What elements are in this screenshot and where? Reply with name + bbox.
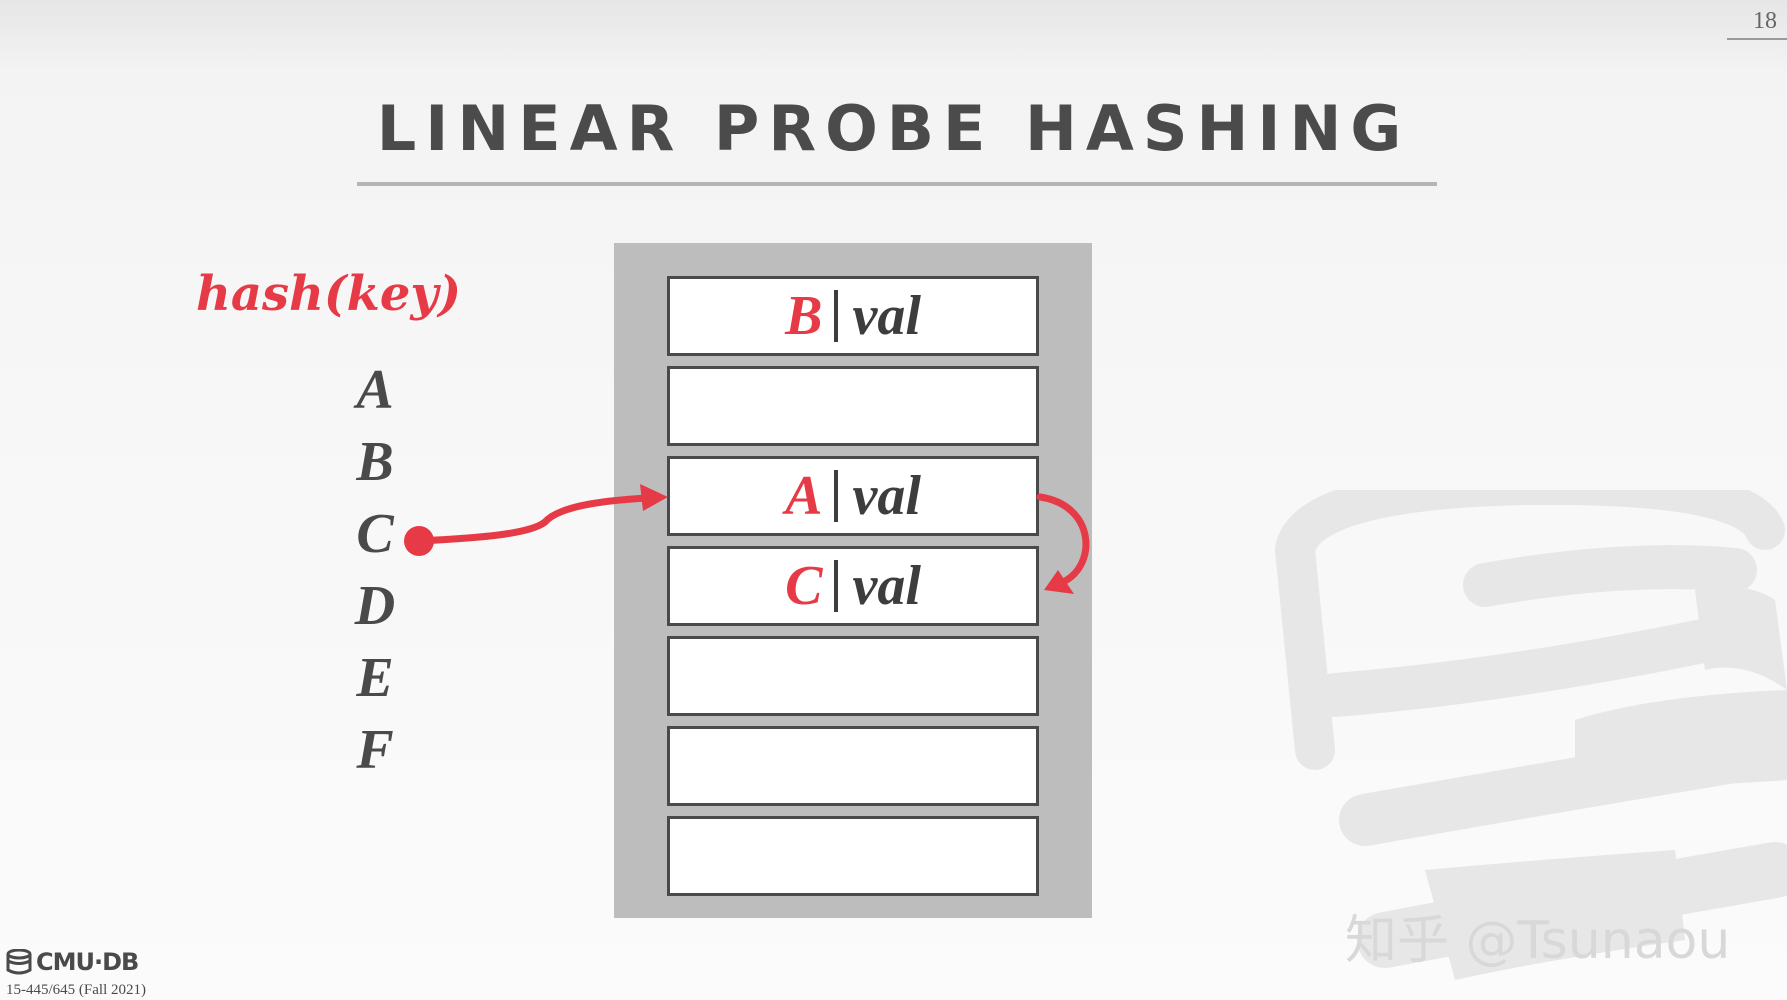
key-c: C <box>356 503 394 565</box>
key-a: A <box>356 359 394 421</box>
hash-slot-1 <box>667 366 1039 446</box>
cmu-db-logo: CMU·DB <box>6 948 139 976</box>
logo-text: CMU·DB <box>36 948 139 976</box>
key-d: D <box>354 575 396 637</box>
slot-value: val <box>852 555 921 617</box>
page-number-rule <box>1727 38 1787 40</box>
page-number: 18 <box>1753 8 1777 34</box>
slot-value: val <box>852 465 921 527</box>
zhihu-watermark: 知乎 @Tsunaou <box>1345 911 1731 971</box>
database-watermark-icon <box>1275 490 1787 980</box>
slide-title: LINEAR PROBE HASHING <box>376 92 1411 165</box>
key-f: F <box>356 719 394 781</box>
course-label: 15-445/645 (Fall 2021) <box>6 982 146 998</box>
hash-slot-0: B val <box>667 276 1039 356</box>
slot-key: C <box>785 555 823 617</box>
slot-separator <box>834 470 839 522</box>
slot-separator <box>834 560 839 612</box>
arrow-head <box>640 484 668 511</box>
slot-value: val <box>852 285 921 347</box>
hash-arrow <box>404 484 668 556</box>
key-b: B <box>356 431 394 493</box>
slot-key: A <box>785 465 823 527</box>
probe-arrow <box>1036 493 1090 594</box>
slot-separator <box>834 290 839 342</box>
hash-slot-5 <box>667 726 1039 806</box>
title-underline <box>357 182 1437 186</box>
hash-slot-3: C val <box>667 546 1039 626</box>
arrow-head <box>1044 570 1074 594</box>
hash-function-label: hash(key) <box>196 266 462 322</box>
slot-key: B <box>785 285 823 347</box>
hash-slot-6 <box>667 816 1039 896</box>
hash-slot-2: A val <box>667 456 1039 536</box>
database-icon <box>6 949 32 975</box>
key-e: E <box>356 647 394 709</box>
hash-slot-4 <box>667 636 1039 716</box>
